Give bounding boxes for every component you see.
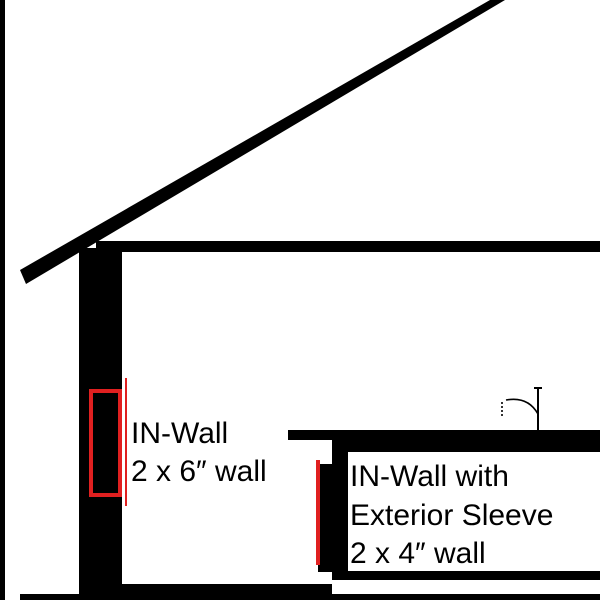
roof-line <box>20 0 505 284</box>
left-border <box>0 0 5 600</box>
roof-vent-icon <box>501 387 542 430</box>
label-in-wall-6-line1: IN-Wall <box>131 417 228 450</box>
label-in-wall-6-line2: 2 x 6″ wall <box>131 455 267 488</box>
exterior-wall-2x6 <box>79 248 122 600</box>
ceiling-line <box>96 241 600 252</box>
label-in-wall-4-line2: Exterior Sleeve <box>350 499 553 532</box>
in-wall-unit-2x6 <box>89 378 127 506</box>
ground-line <box>20 594 600 600</box>
exterior-wall-2x4 <box>318 440 600 580</box>
label-in-wall-4-line1: IN-Wall with <box>350 460 509 493</box>
label-in-wall-4-line3: 2 x 4″ wall <box>350 537 486 570</box>
addition-roof <box>288 430 600 440</box>
inner-floor-line <box>122 584 332 594</box>
